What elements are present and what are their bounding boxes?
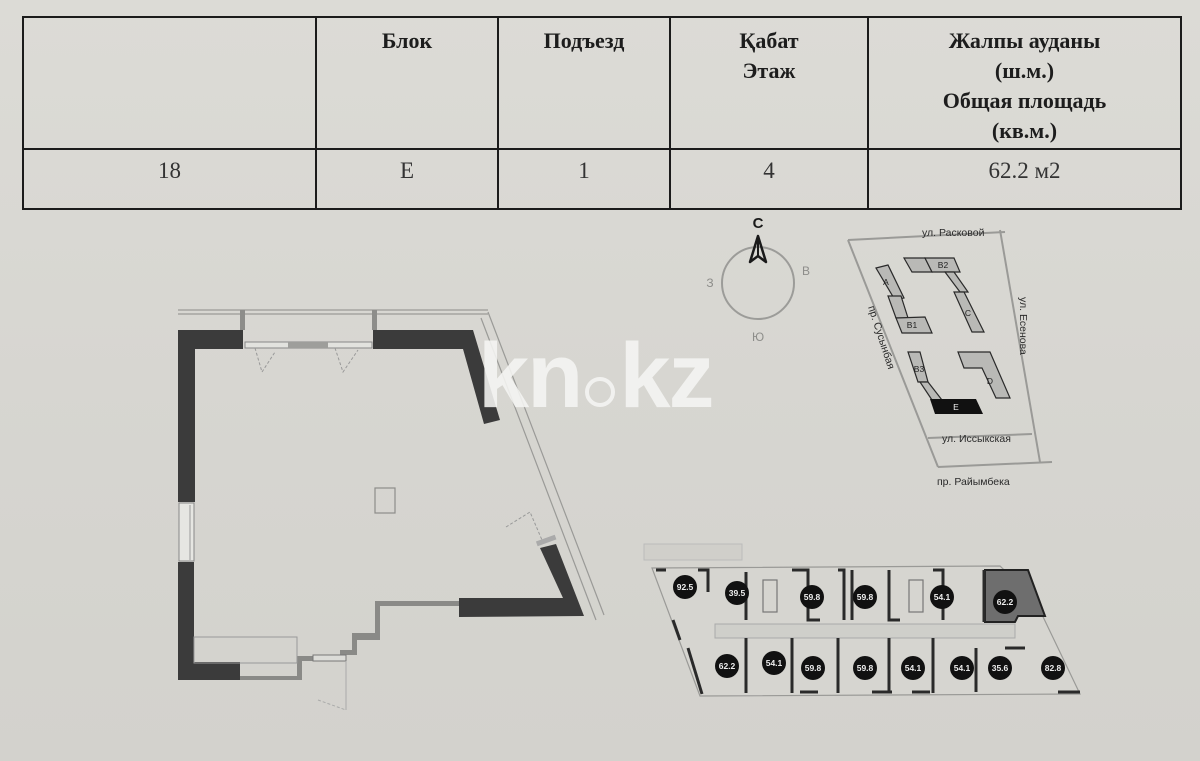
svg-text:54.1: 54.1 bbox=[766, 658, 783, 668]
svg-text:D: D bbox=[987, 376, 993, 386]
svg-text:59.8: 59.8 bbox=[857, 592, 874, 602]
svg-text:35.6: 35.6 bbox=[992, 663, 1009, 673]
header-block: Блок bbox=[315, 16, 499, 150]
svg-text:B2: B2 bbox=[938, 260, 949, 270]
header-floor: Қабат Этаж bbox=[669, 16, 869, 150]
cell-number: 18 bbox=[22, 148, 317, 210]
compass-west-label: З bbox=[706, 276, 713, 290]
header-area: Жалпы ауданы (ш.м.) Общая площадь (кв.м.… bbox=[867, 16, 1182, 150]
floor-units-plan: 92.5 39.5 59.8 59.8 54.1 62.2 62.2 54.1 … bbox=[643, 543, 1081, 697]
street-label-inner-bottom: ул. Иссыкская bbox=[942, 433, 1011, 445]
svg-text:59.8: 59.8 bbox=[804, 592, 821, 602]
house-dot-icon bbox=[585, 377, 616, 407]
svg-text:54.1: 54.1 bbox=[905, 663, 922, 673]
svg-text:E: E bbox=[953, 402, 959, 412]
street-label-right: ул. Есенова bbox=[1017, 297, 1029, 355]
cell-area: 62.2 м2 bbox=[867, 148, 1182, 210]
svg-text:62.2: 62.2 bbox=[719, 661, 736, 671]
svg-text:54.1: 54.1 bbox=[934, 592, 951, 602]
svg-text:B3: B3 bbox=[914, 364, 925, 374]
compass-south-label: Ю bbox=[752, 330, 764, 344]
svg-text:59.8: 59.8 bbox=[805, 663, 822, 673]
header-entrance: Подъезд bbox=[497, 16, 671, 150]
header-number bbox=[22, 16, 317, 150]
svg-text:C: C bbox=[965, 308, 971, 318]
site-plan: ул. Расковой ул. Есенова пр. Сусынбая ул… bbox=[847, 227, 1053, 488]
street-label-left: пр. Сусынбая bbox=[865, 304, 897, 370]
apartment-info-table: Блок Подъезд Қабат Этаж Жалпы ауданы (ш.… bbox=[22, 16, 1182, 210]
cell-entrance: 1 bbox=[497, 148, 671, 210]
svg-text:39.5: 39.5 bbox=[729, 588, 746, 598]
street-label-top: ул. Расковой bbox=[922, 227, 985, 239]
block-e-highlight bbox=[930, 399, 983, 414]
svg-text:A: A bbox=[883, 277, 889, 287]
svg-text:54.1: 54.1 bbox=[954, 663, 971, 673]
svg-text:62.2: 62.2 bbox=[997, 597, 1014, 607]
table-row: 18 Е 1 4 62.2 м2 bbox=[22, 148, 1182, 210]
compass-east-label: В bbox=[802, 264, 810, 278]
street-label-bottom: пр. Райымбека bbox=[937, 476, 1010, 488]
cell-block: Е bbox=[315, 148, 499, 210]
svg-text:92.5: 92.5 bbox=[677, 582, 694, 592]
svg-text:82.8: 82.8 bbox=[1045, 663, 1062, 673]
cell-floor: 4 bbox=[669, 148, 869, 210]
compass: С В Ю З bbox=[706, 215, 810, 344]
compass-north-label: С bbox=[753, 215, 764, 232]
table-header-row: Блок Подъезд Қабат Этаж Жалпы ауданы (ш.… bbox=[22, 16, 1182, 150]
svg-text:59.8: 59.8 bbox=[857, 663, 874, 673]
svg-text:B1: B1 bbox=[907, 320, 918, 330]
